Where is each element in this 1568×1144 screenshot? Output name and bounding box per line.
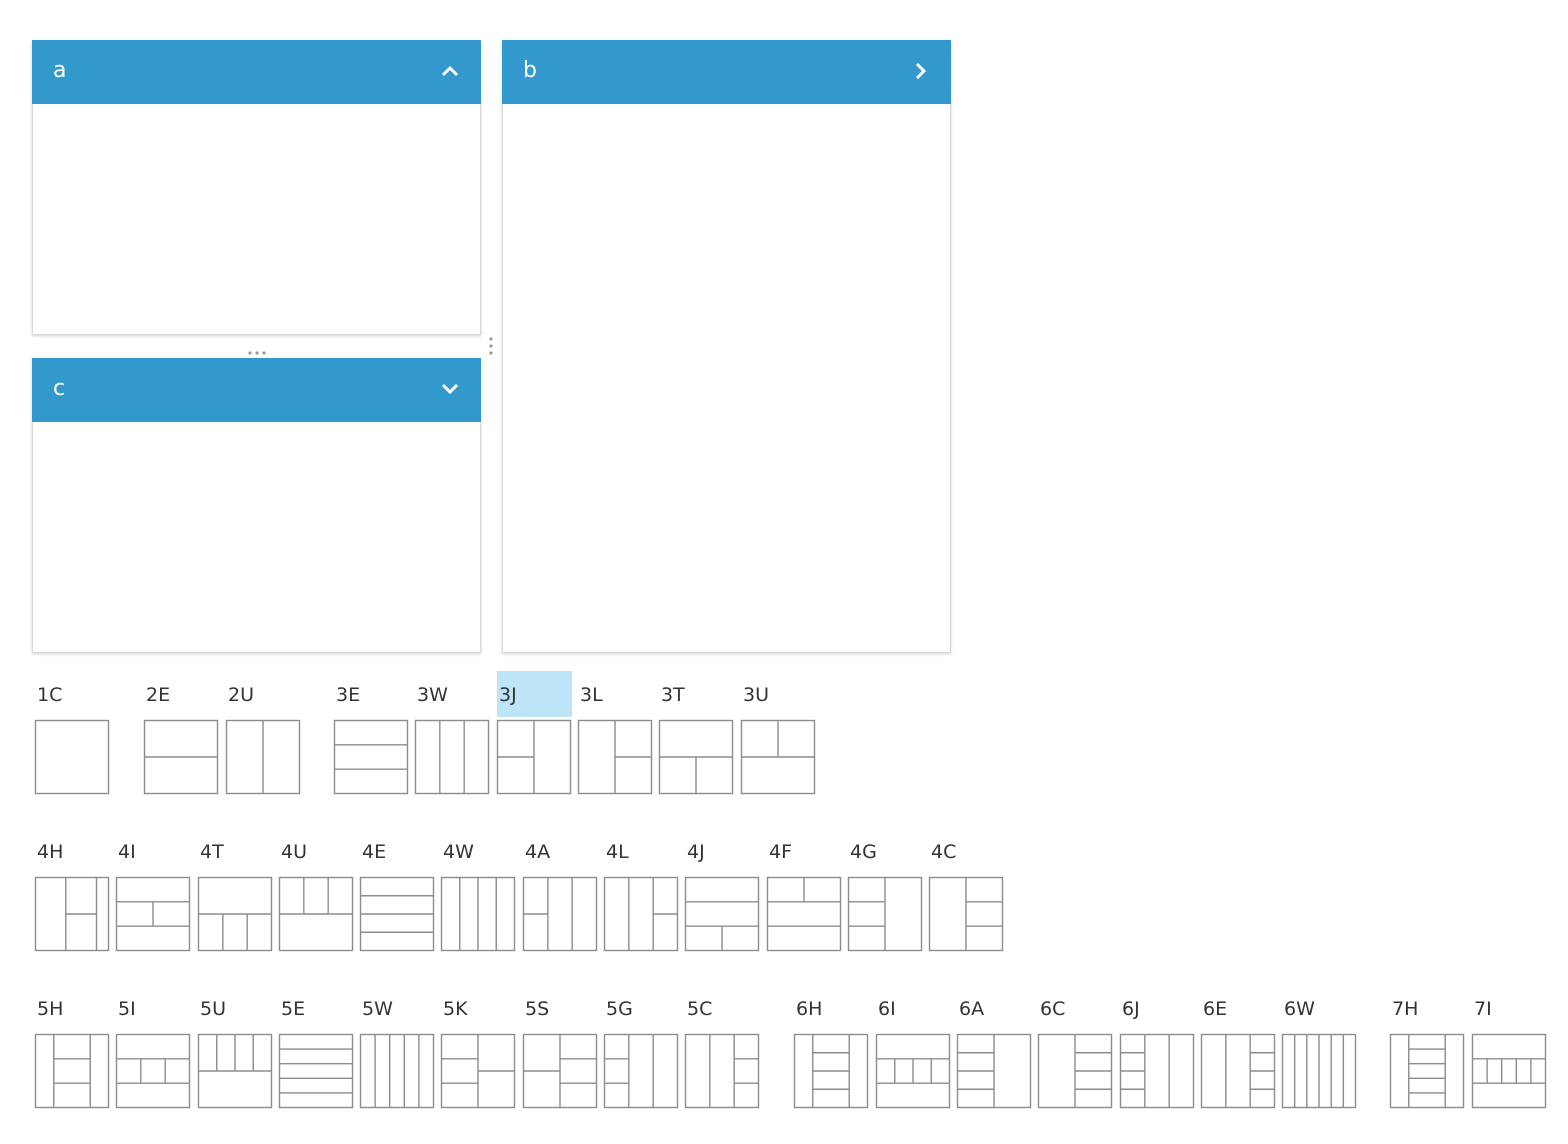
layout-label-7i: 7I	[1474, 998, 1492, 1020]
layout-option-6c[interactable]	[1037, 1033, 1113, 1109]
layout-label-4w: 4W	[443, 841, 474, 863]
layout-label-3e: 3E	[336, 684, 361, 706]
panel-b-header[interactable]: b	[502, 40, 951, 104]
chevron-right-icon[interactable]	[909, 60, 931, 82]
layout-label-5w: 5W	[362, 998, 393, 1020]
layout-option-4i[interactable]	[115, 876, 191, 952]
layout-option-1c[interactable]	[34, 719, 110, 795]
layout-label-3u: 3U	[743, 684, 769, 706]
layout-label-6a: 6A	[959, 998, 985, 1020]
layout-label-5e: 5E	[281, 998, 306, 1020]
layout-option-5w[interactable]	[359, 1033, 435, 1109]
layout-label-5i: 5I	[118, 998, 136, 1020]
panel-a-header[interactable]: a	[32, 40, 481, 104]
panel-a-title: a	[53, 58, 67, 83]
layout-label-3l: 3L	[580, 684, 603, 706]
layout-label-5s: 5S	[525, 998, 550, 1020]
layout-label-4u: 4U	[281, 841, 307, 863]
panel-c-header[interactable]: c	[32, 358, 481, 422]
layout-option-3t[interactable]	[658, 719, 734, 795]
layout-option-6w[interactable]	[1281, 1033, 1357, 1109]
layout-option-5i[interactable]	[115, 1033, 191, 1109]
layout-option-3u[interactable]	[740, 719, 816, 795]
layout-label-3w: 3W	[417, 684, 448, 706]
layout-label-4c: 4C	[931, 841, 957, 863]
layout-label-7h: 7H	[1392, 998, 1419, 1020]
layout-option-4h[interactable]	[34, 876, 110, 952]
layout-label-4l: 4L	[606, 841, 629, 863]
layout-label-4h: 4H	[37, 841, 64, 863]
layout-option-4t[interactable]	[197, 876, 273, 952]
layout-option-4l[interactable]	[603, 876, 679, 952]
layout-label-3t: 3T	[661, 684, 685, 706]
layout-label-6w: 6W	[1284, 998, 1315, 1020]
chevron-up-icon[interactable]	[439, 60, 461, 82]
chevron-down-icon[interactable]	[439, 378, 461, 400]
layout-label-2u: 2U	[228, 684, 254, 706]
layout-option-7h[interactable]	[1389, 1033, 1465, 1109]
layout-label-1c: 1C	[37, 684, 63, 706]
layout-option-5k[interactable]	[440, 1033, 516, 1109]
layout-option-2e[interactable]	[143, 719, 219, 795]
layout-option-4g[interactable]	[847, 876, 923, 952]
layout-option-3l[interactable]	[577, 719, 653, 795]
layout-option-5g[interactable]	[603, 1033, 679, 1109]
layout-label-4f: 4F	[769, 841, 793, 863]
layout-label-6j: 6J	[1122, 998, 1140, 1020]
layout-label-4g: 4G	[850, 841, 877, 863]
layout-option-6e[interactable]	[1200, 1033, 1276, 1109]
layout-option-5c[interactable]	[684, 1033, 760, 1109]
layout-option-2u[interactable]	[225, 719, 301, 795]
layout-option-4f[interactable]	[766, 876, 842, 952]
layout-label-6h: 6H	[796, 998, 823, 1020]
layout-label-5u: 5U	[200, 998, 226, 1020]
layout-option-6a[interactable]	[956, 1033, 1032, 1109]
layout-label-6i: 6I	[878, 998, 896, 1020]
layout-option-4e[interactable]	[359, 876, 435, 952]
layout-option-3j[interactable]	[496, 719, 572, 795]
layout-label-6c: 6C	[1040, 998, 1066, 1020]
layout-label-6e: 6E	[1203, 998, 1228, 1020]
horizontal-resize-handle[interactable]	[246, 342, 268, 355]
layout-label-3j: 3J	[497, 671, 572, 717]
layout-option-4w[interactable]	[440, 876, 516, 952]
layout-option-3e[interactable]	[333, 719, 409, 795]
panel-b: b	[502, 40, 951, 653]
layout-label-4e: 4E	[362, 841, 387, 863]
layout-label-2e: 2E	[146, 684, 171, 706]
layout-option-5u[interactable]	[197, 1033, 273, 1109]
panel-b-title: b	[523, 58, 537, 83]
layout-option-4c[interactable]	[928, 876, 1004, 952]
layout-label-4i: 4I	[118, 841, 136, 863]
layout-label-5c: 5C	[687, 998, 713, 1020]
layout-label-5k: 5K	[443, 998, 468, 1020]
layout-option-4u[interactable]	[278, 876, 354, 952]
layout-option-5e[interactable]	[278, 1033, 354, 1109]
layout-label-4a: 4A	[525, 841, 551, 863]
vertical-resize-handle[interactable]	[487, 335, 495, 357]
layout-option-7i[interactable]	[1471, 1033, 1547, 1109]
layout-option-5s[interactable]	[522, 1033, 598, 1109]
panel-c: c	[32, 358, 481, 653]
layout-option-5h[interactable]	[34, 1033, 110, 1109]
layout-option-3w[interactable]	[414, 719, 490, 795]
layout-option-6i[interactable]	[875, 1033, 951, 1109]
layout-option-4j[interactable]	[684, 876, 760, 952]
panel-a: a	[32, 40, 481, 335]
layout-label-5h: 5H	[37, 998, 64, 1020]
layout-label-4t: 4T	[200, 841, 224, 863]
layout-option-4a[interactable]	[522, 876, 598, 952]
layout-label-4j: 4J	[687, 841, 705, 863]
layout-option-6j[interactable]	[1119, 1033, 1195, 1109]
layout-label-5g: 5G	[606, 998, 633, 1020]
layout-option-6h[interactable]	[793, 1033, 869, 1109]
panel-c-title: c	[53, 376, 66, 401]
